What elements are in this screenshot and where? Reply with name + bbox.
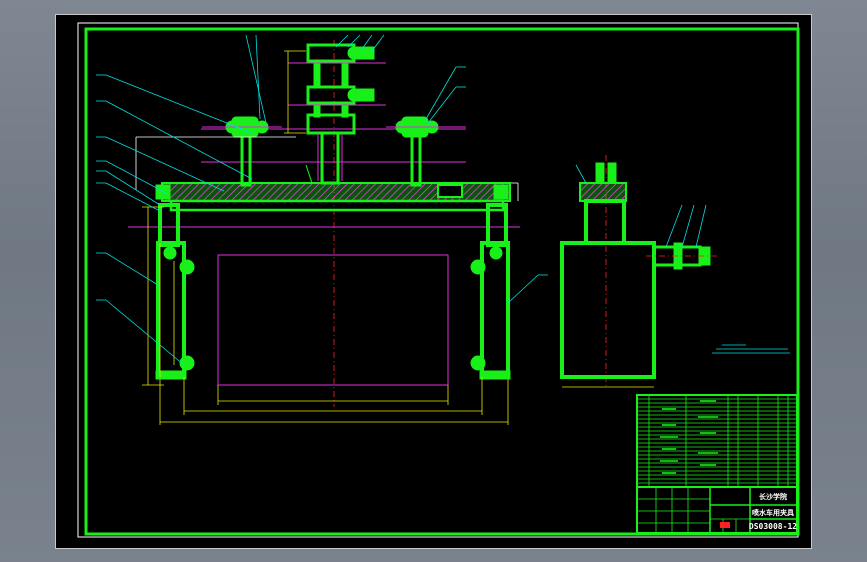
side-top-pin-left [595,162,605,184]
drawing-number: DS03008-12 [749,522,797,531]
left-arm-foot [155,370,187,380]
right-clamp-arm [480,241,510,379]
side-top-pin-right [607,162,617,184]
side-leader-4 [695,204,707,248]
side-view [560,155,790,388]
left-arm-knob-top [179,259,195,275]
left-top-clamp [202,116,282,138]
right-arm-pin-top [489,246,503,260]
left-clamp-arm [156,241,186,379]
drawing-frame [84,27,800,536]
right-post [410,133,422,187]
right-arm-knob-top [470,259,486,275]
title-block-mark [720,522,730,528]
beam-end-right [493,184,509,200]
beam-end-left [155,184,171,200]
technical-note [712,344,790,354]
title-block-frame [636,394,798,534]
side-body [560,241,656,379]
front-view [96,34,548,425]
side-leader-3 [681,204,695,248]
drawing-title: 喷水车用夹具 [752,508,794,517]
cad-viewport[interactable]: 长沙学院 喷水车用夹具 DS03008-12 [55,14,812,549]
beam-slot [437,184,463,198]
side-top-block [579,182,627,202]
side-leader-2 [665,204,683,248]
central-column [288,43,386,185]
workpiece-outline [217,254,449,386]
front-leaders [96,34,548,366]
company-name: 长沙学院 [759,492,787,501]
right-arm-knob-bottom [470,355,486,371]
left-arm-knob-bottom [179,355,195,371]
front-dimensions [135,50,519,425]
title-block: 长沙学院 喷水车用夹具 DS03008-12 [636,394,798,534]
parts-list [637,395,797,487]
right-arm-foot [479,370,511,380]
drawing-canvas: 长沙学院 喷水车用夹具 DS03008-12 [77,22,800,538]
left-arm-pin-top [163,246,177,260]
right-top-clamp [386,116,466,138]
side-leader-1 [575,164,587,184]
frame-bar [169,199,505,212]
side-column [584,199,626,245]
